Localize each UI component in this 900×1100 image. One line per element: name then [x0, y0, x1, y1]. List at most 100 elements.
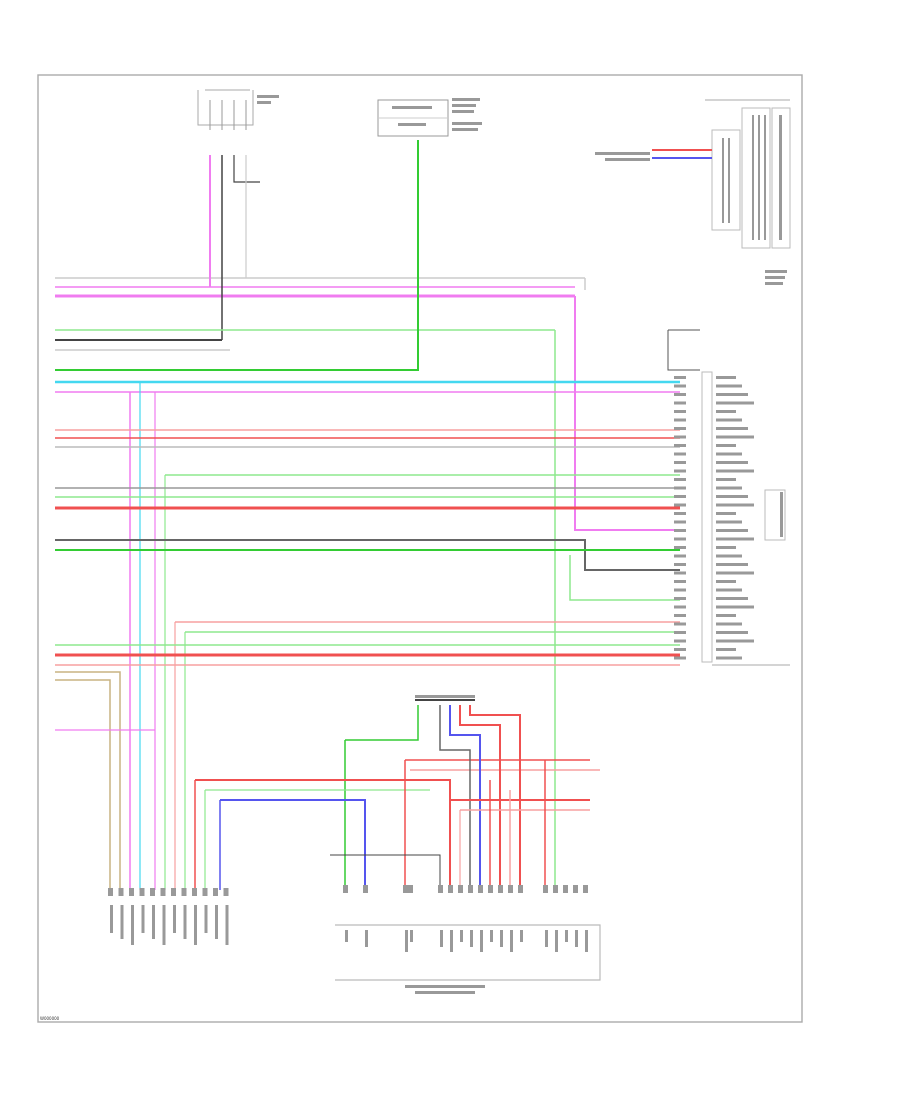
pin-label-mark: [674, 656, 686, 660]
pin-label-mark: [716, 444, 736, 447]
pin-label-mark: [171, 888, 176, 896]
pin-label-mark: [213, 888, 218, 896]
pin-label-mark: [108, 888, 113, 896]
pin-label-mark: [674, 478, 686, 481]
pin-label-mark: [716, 418, 742, 422]
pin-label-mark: [181, 888, 187, 896]
pin-label-mark: [674, 614, 686, 617]
pin-label-mark: [716, 639, 754, 643]
pin-label-mark: [716, 648, 736, 651]
pin-label-mark: [674, 418, 686, 422]
pin-label-mark: [490, 930, 493, 942]
pin-label-mark: [674, 520, 686, 524]
right-connector-component: [667, 329, 790, 666]
pin-label-mark: [716, 529, 748, 532]
pin-label-mark: [716, 614, 736, 617]
pin-label-mark: [202, 888, 208, 896]
pin-label-mark: [468, 885, 473, 893]
pin-label-mark: [716, 520, 742, 524]
pin-label-mark: [438, 885, 443, 893]
pin-label-mark: [674, 563, 686, 566]
footer-code: W000000: [40, 1016, 60, 1021]
pin-label-mark: [674, 376, 686, 379]
pin-label-mark: [674, 410, 686, 413]
pin-label-mark: [478, 885, 483, 893]
pin-label-mark: [674, 580, 686, 583]
pin-label-mark: [674, 529, 686, 532]
pin-label-mark: [139, 888, 145, 896]
pin-label-mark: [215, 905, 218, 939]
bottom-center-module: [335, 885, 601, 994]
pin-label-mark: [410, 930, 413, 942]
pin-label-mark: [141, 905, 145, 933]
pin-label-mark: [674, 452, 686, 456]
pin-label-mark: [674, 503, 686, 507]
pin-label-mark: [674, 622, 686, 626]
pin-label-mark: [150, 888, 155, 896]
pin-label-mark: [575, 930, 578, 947]
pin-label-mark: [716, 478, 736, 481]
pin-label-mark: [403, 885, 408, 893]
pin-label-mark: [555, 930, 558, 952]
pin-label-mark: [194, 905, 197, 945]
pin-label-mark: [716, 554, 742, 558]
pin-label-mark: [674, 435, 686, 439]
pin-label-mark: [583, 885, 588, 893]
pin-label-mark: [716, 401, 754, 405]
pin-label-mark: [365, 930, 368, 947]
pin-label-mark: [674, 486, 686, 490]
pin-label-mark: [716, 469, 754, 473]
pin-label-mark: [716, 393, 748, 396]
wire-harness: [55, 140, 680, 890]
pin-label-mark: [674, 554, 686, 558]
top-middle-component: [377, 98, 482, 137]
pin-label-mark: [674, 444, 686, 447]
pin-label-mark: [488, 885, 493, 893]
pin-label-mark: [674, 605, 686, 609]
pin-label-mark: [545, 930, 548, 947]
pin-label-mark: [345, 930, 348, 942]
pin-label-mark: [192, 888, 197, 896]
diagram-frame: [37, 74, 803, 1023]
pin-label-mark: [674, 648, 686, 651]
pin-label-mark: [716, 622, 742, 626]
pin-label-mark: [498, 885, 503, 893]
pin-label-mark: [470, 930, 473, 947]
pin-label-mark: [674, 512, 686, 515]
pin-label-mark: [458, 885, 463, 893]
pin-label-mark: [118, 888, 124, 896]
pin-label-mark: [674, 393, 686, 396]
pin-label-mark: [716, 580, 736, 583]
pin-label-mark: [674, 461, 686, 464]
pin-label-mark: [716, 563, 748, 566]
pin-label-mark: [173, 905, 176, 933]
pin-label-mark: [716, 435, 754, 439]
pin-label-mark: [343, 885, 348, 893]
pin-label-mark: [520, 930, 523, 942]
pin-label-mark: [152, 905, 155, 939]
pin-label-mark: [543, 885, 548, 893]
pin-label-mark: [563, 885, 568, 893]
pin-label-mark: [674, 571, 686, 575]
pin-label-mark: [448, 885, 453, 893]
pin-label-mark: [716, 571, 754, 575]
pin-label-mark: [110, 905, 113, 933]
pin-label-mark: [573, 885, 578, 893]
pin-label-mark: [508, 885, 513, 893]
pin-label-mark: [674, 495, 686, 498]
pin-label-mark: [716, 427, 748, 430]
pin-label-mark: [674, 597, 686, 600]
pin-label-mark: [716, 376, 736, 379]
pin-label-mark: [129, 888, 134, 896]
pin-label-mark: [408, 885, 413, 893]
pin-label-mark: [120, 905, 124, 939]
pin-label-mark: [674, 546, 686, 549]
pin-label-mark: [553, 885, 558, 893]
pin-label-mark: [518, 885, 523, 893]
left-bottom-terminals: [108, 888, 229, 945]
pin-label-mark: [223, 888, 229, 896]
pin-label-mark: [716, 503, 754, 507]
pin-label-mark: [716, 537, 754, 541]
